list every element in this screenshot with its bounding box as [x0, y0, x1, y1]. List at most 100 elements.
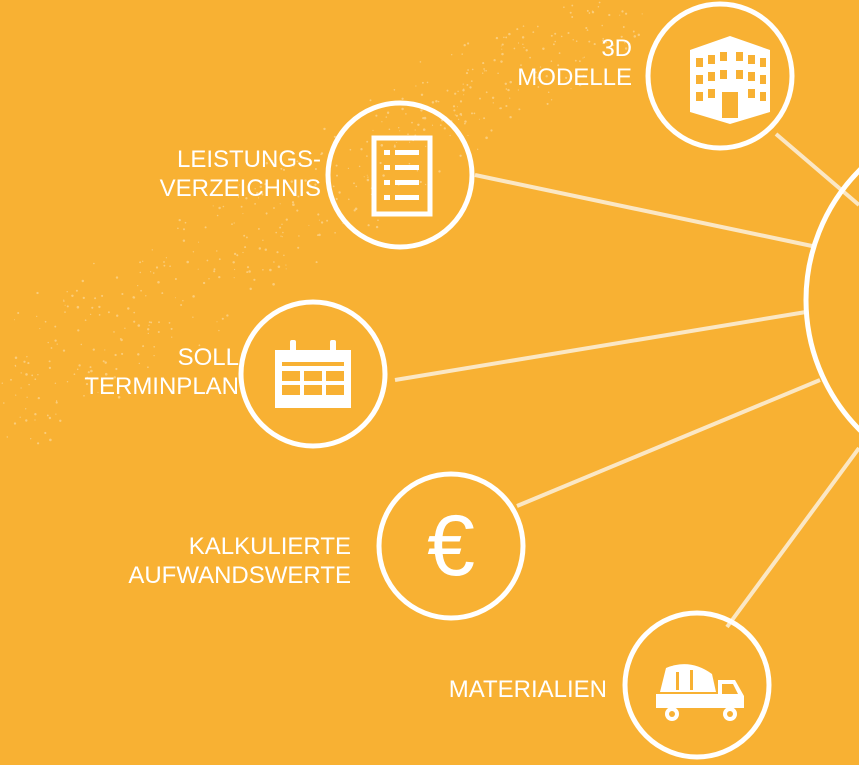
texture-dot	[246, 266, 250, 269]
texture-dot	[523, 46, 525, 49]
texture-dot	[142, 260, 144, 262]
texture-dot	[198, 344, 201, 347]
texture-dot	[127, 307, 130, 310]
texture-dot	[133, 320, 136, 323]
texture-dot	[333, 135, 337, 138]
texture-dot	[249, 287, 252, 291]
texture-dot	[438, 170, 441, 173]
texture-dot	[66, 380, 69, 383]
texture-dot	[54, 339, 57, 342]
texture-dot	[26, 356, 28, 358]
texture-dot	[505, 88, 508, 90]
texture-dot	[546, 102, 549, 105]
texture-dot	[393, 144, 396, 147]
texture-dot	[282, 168, 286, 171]
texture-dot	[66, 291, 68, 293]
texture-dot	[139, 261, 142, 264]
texture-dot	[44, 320, 47, 323]
texture-dot	[137, 353, 140, 356]
texture-dot	[226, 314, 229, 317]
texture-dot	[204, 226, 207, 229]
texture-dot	[520, 64, 522, 66]
texture-dot	[570, 88, 572, 90]
texture-dot	[411, 121, 413, 124]
texture-dot	[6, 436, 9, 438]
texture-dot	[598, 1, 601, 4]
texture-dot	[552, 43, 555, 46]
texture-dot	[419, 180, 422, 184]
texture-dot	[473, 112, 476, 115]
texture-dot	[593, 43, 596, 46]
texture-dot	[116, 314, 119, 317]
texture-dot	[398, 127, 400, 129]
texture-dot	[507, 88, 510, 92]
texture-dot	[575, 40, 578, 42]
texture-dot	[139, 271, 142, 274]
texture-dot	[276, 251, 279, 254]
texture-dot	[115, 276, 119, 279]
texture-dot	[114, 353, 117, 357]
texture-dot	[174, 297, 176, 299]
texture-dot	[564, 76, 568, 80]
texture-dot	[470, 112, 474, 115]
texture-dot	[246, 271, 249, 274]
texture-dot	[426, 81, 429, 84]
texture-dot	[601, 24, 603, 27]
texture-dot	[493, 59, 496, 62]
texture-dot	[554, 32, 557, 35]
texture-dot	[39, 328, 41, 330]
label-line: SOLL	[177, 344, 239, 371]
texture-dot	[212, 205, 214, 207]
texture-dot	[409, 141, 411, 143]
texture-dot	[608, 13, 611, 17]
texture-dot	[464, 120, 467, 123]
texture-dot	[90, 369, 93, 373]
texture-dot	[285, 264, 287, 266]
texture-dot	[140, 289, 142, 292]
texture-dot	[213, 268, 216, 271]
texture-dot	[465, 72, 469, 75]
texture-dot	[347, 167, 350, 170]
texture-dot	[15, 394, 17, 396]
texture-dot	[165, 257, 167, 259]
texture-dot	[624, 47, 628, 50]
texture-dot	[358, 165, 361, 168]
texture-dot	[182, 239, 186, 242]
texture-dot	[89, 366, 92, 369]
texture-dot	[309, 184, 312, 187]
texture-dot	[490, 129, 493, 132]
texture-dot	[315, 261, 318, 264]
texture-dot	[591, 10, 594, 12]
texture-dot	[602, 37, 604, 40]
texture-dot	[259, 185, 262, 188]
texture-dot	[133, 311, 136, 314]
connector-kalkulierte-aufwandswerte	[516, 378, 821, 508]
texture-dot	[91, 306, 94, 309]
texture-dot	[500, 45, 502, 47]
texture-dot	[245, 236, 248, 239]
texture-dot	[240, 205, 243, 208]
label-leistungsverzeichnis: LEISTUNGS- VERZEICHNIS	[160, 145, 321, 203]
texture-dot	[275, 231, 278, 234]
texture-dot	[320, 152, 324, 155]
texture-dot	[14, 364, 17, 367]
texture-dot	[170, 327, 173, 330]
texture-dot	[107, 311, 110, 314]
texture-dot	[14, 356, 18, 359]
texture-dot	[30, 438, 32, 440]
texture-dot	[281, 236, 283, 238]
texture-dot	[17, 311, 20, 315]
texture-dot	[269, 268, 272, 272]
texture-dot	[280, 167, 283, 170]
texture-dot	[137, 285, 139, 287]
texture-dot	[242, 213, 244, 215]
connector-soll-terminplan	[394, 310, 807, 382]
texture-dot	[155, 266, 159, 269]
calendar-icon	[275, 340, 351, 408]
texture-dot	[624, 42, 626, 44]
texture-dot	[150, 271, 152, 273]
texture-dot	[148, 321, 151, 323]
texture-dot	[265, 212, 268, 215]
texture-dot	[509, 116, 512, 119]
